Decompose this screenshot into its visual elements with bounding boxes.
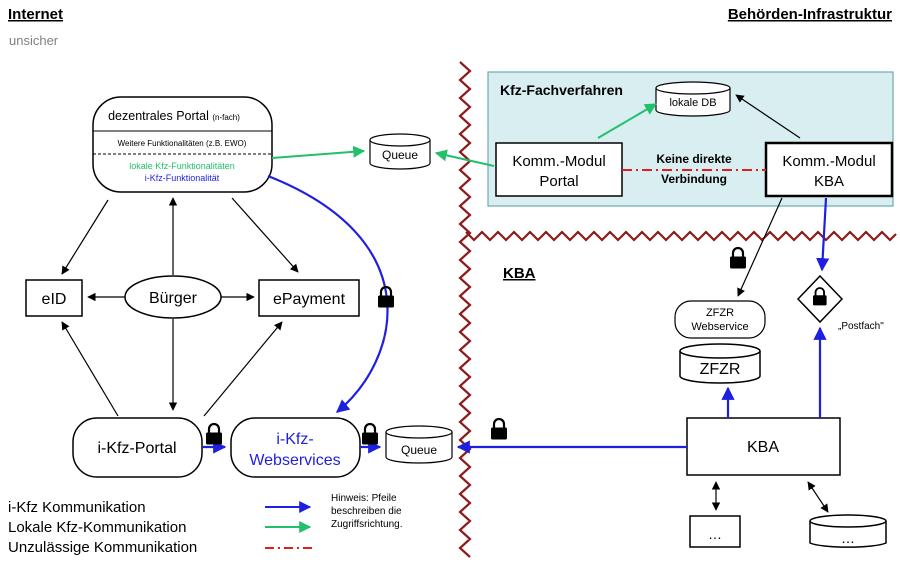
komm-portal-line2: Portal [539, 173, 578, 190]
komm-kba-line1: Komm.-Modul [782, 153, 875, 170]
arrow-portal-to-queue [271, 145, 366, 159]
eid-node: eID [25, 279, 83, 317]
epayment-node: ePayment [258, 279, 360, 317]
arrow-kommkba-to-zfzrws [737, 197, 783, 297]
legend-hint-line1: Hinweis: Pfeile [331, 493, 397, 504]
arrow-kommkba-to-db [735, 94, 801, 139]
komm-modul-portal-node: Komm.-Modul Portal [495, 142, 623, 197]
ikfz-portal-label: i-Kfz-Portal [97, 440, 176, 457]
webservices-line2: Webservices [249, 452, 340, 469]
no-connection-line2: Verbindung [661, 172, 727, 186]
portal-ikfz-function: i-Kfz-Funktionalität [145, 173, 220, 183]
behoerden-title: Behörden-Infrastruktur [728, 6, 892, 23]
queue-bottom-node: Queue [385, 425, 453, 464]
portal-local-functions: lokale Kfz-Funktionalitäten [129, 161, 235, 171]
arrow-portal-to-eid [61, 199, 109, 275]
lock-icon [728, 246, 748, 270]
lokale-db-label: lokale DB [669, 97, 716, 109]
green-arrows [271, 103, 658, 167]
kba-label: KBA [747, 439, 779, 456]
lock-icon [489, 417, 509, 441]
komm-modul-kba-node: Komm.-Modul KBA [764, 141, 894, 198]
legend-item-local: Lokale Kfz-Kommunikation [8, 519, 186, 536]
queue-top-node: Queue [369, 133, 431, 170]
zfzr-ws-line2: Webservice [691, 321, 748, 333]
queue-bottom-label: Queue [401, 443, 437, 457]
arrow-portal-to-epayment [231, 197, 299, 273]
sub-box-label: … [708, 526, 722, 542]
legend-hint-line2: beschreiben die [331, 506, 402, 517]
arrow-komm-portal-to-db [597, 103, 658, 139]
legend-item-forbidden: Unzulässige Kommunikation [8, 539, 197, 556]
internet-title: Internet [8, 6, 63, 23]
komm-kba-line2: KBA [814, 173, 844, 190]
legend: i-Kfz Kommunikation Lokale Kfz-Kommunika… [8, 493, 403, 556]
vertical-zigzag-border [458, 61, 472, 558]
ikfz-portal-node: i-Kfz-Portal [72, 417, 203, 478]
zfzr-db-label: ZFZR [700, 361, 741, 378]
arrow-komm-portal-to-queue [434, 149, 495, 167]
buerger-node: Bürger [124, 275, 222, 319]
horizontal-zigzag-border [465, 230, 897, 242]
kba-node: KBA [686, 417, 841, 476]
postfach-node: „Postfach" [796, 274, 884, 332]
svg-text:dezentrales Portal (n-fa: dezentrales Portal (n-fach) [108, 109, 240, 123]
sub-system-box: … [689, 515, 741, 548]
epayment-label: ePayment [273, 291, 346, 308]
komm-portal-line1: Komm.-Modul [512, 153, 605, 170]
buerger-label: Bürger [149, 290, 198, 307]
fachverfahren-title: Kfz-Fachverfahren [500, 82, 623, 98]
zfzr-db-node: ZFZR [679, 343, 761, 384]
legend-hint-line3: Zugriffsrichtung. [331, 519, 403, 530]
zfzr-webservice-node: ZFZR Webservice [674, 300, 766, 339]
portal-further-functions: Weitere Funktionalitäten (z.B. EWO) [118, 139, 247, 148]
postfach-label: „Postfach" [838, 321, 884, 332]
ikfz-webservices-node: i-Kfz- Webservices [230, 417, 361, 478]
lock-icon [360, 422, 380, 446]
kba-zone-label: KBA [503, 265, 536, 282]
eid-label: eID [42, 291, 67, 308]
arrow-kommkba-to-postfach [816, 197, 830, 272]
black-arrows [61, 94, 829, 513]
legend-item-ikfz: i-Kfz Kommunikation [8, 499, 146, 516]
no-connection-line1: Keine direkte [656, 152, 732, 166]
portal-title: dezentrales Portal [108, 109, 209, 123]
dezentrales-portal-node: dezentrales Portal (n-fach) Weitere Funk… [92, 96, 273, 193]
portal-title-note: (n-fach) [212, 113, 240, 122]
sub-db-label: … [841, 530, 855, 546]
zfzr-ws-line1: ZFZR [706, 307, 734, 319]
sub-system-db: … [809, 514, 887, 548]
arrow-ikfz-portal-to-epayment [203, 321, 283, 417]
arrow-kba-to-subdb [807, 481, 829, 513]
queue-top-label: Queue [382, 148, 418, 162]
unsicher-subtitle: unsicher [9, 33, 59, 48]
lock-icon [204, 422, 224, 446]
arrow-ikfz-portal-to-eid [61, 321, 119, 417]
webservices-line1: i-Kfz- [276, 431, 313, 448]
lokale-db-node: lokale DB [655, 81, 731, 117]
